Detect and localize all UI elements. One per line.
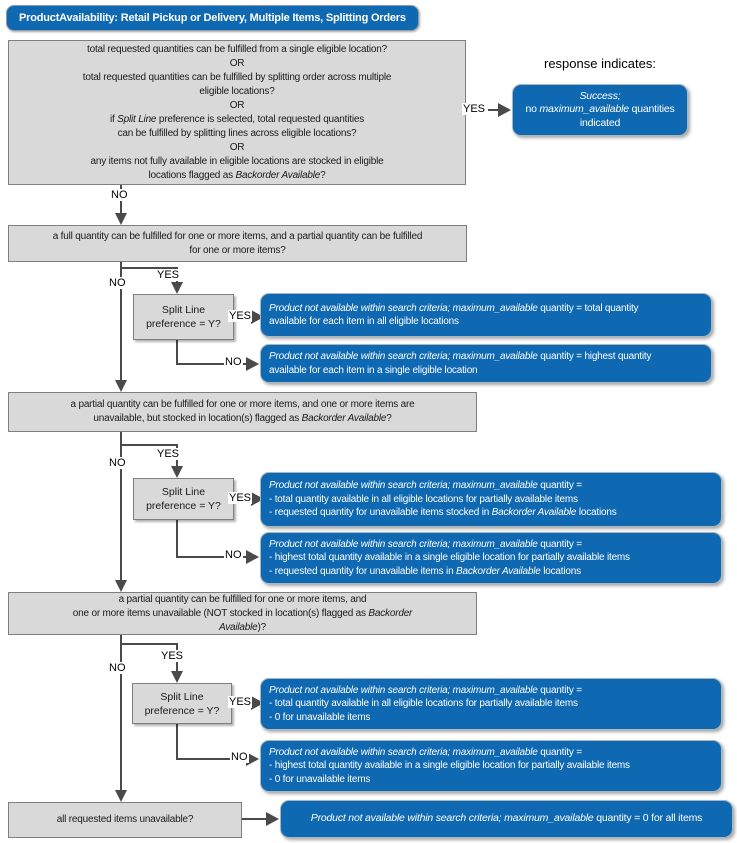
- arrowhead-right: [266, 812, 279, 826]
- yes-label: YES: [228, 696, 253, 708]
- diagram-title: ProductAvailability: Retail Pickup or De…: [6, 5, 419, 31]
- yes-label: YES: [228, 492, 253, 504]
- arrowhead-down: [115, 213, 127, 225]
- response-box-backorder-total: Product not available within search crit…: [260, 472, 722, 527]
- arrowhead-down: [171, 671, 183, 683]
- connector-line: [176, 724, 178, 759]
- connector-line: [120, 262, 122, 382]
- arrowhead-right: [498, 103, 511, 117]
- connector-line: [242, 818, 268, 820]
- response-box-total-all-locations: Product not available within search crit…: [260, 293, 712, 337]
- decision-box-fulfillment-options: total requested quantities can be fulfil…: [8, 40, 466, 185]
- arrowhead-right: [246, 550, 259, 564]
- yes-label: YES: [462, 103, 487, 115]
- arrowhead-down: [171, 466, 183, 478]
- decision-box-all-unavailable: all requested items unavailable?: [8, 802, 242, 838]
- response-box-partial-total-zero: Product not available within search crit…: [260, 678, 722, 730]
- no-label: NO: [110, 189, 129, 201]
- connector-line: [176, 758, 246, 760]
- connector-line: [176, 520, 178, 557]
- connector-line: [176, 556, 246, 558]
- no-label: NO: [108, 662, 127, 674]
- arrowhead-right: [246, 357, 259, 371]
- response-box-partial-highest-zero: Product not available within search crit…: [260, 740, 722, 792]
- decision-box-full-and-partial: a full quantity can be fulfilled for one…: [8, 225, 467, 262]
- decision-box-partial-not-backorder: a partial quantity can be fulfilled for …: [8, 592, 477, 635]
- arrowhead-right: [246, 752, 259, 766]
- connector-line: [488, 109, 500, 111]
- no-label: NO: [230, 751, 249, 763]
- arrowhead-down: [171, 282, 183, 294]
- response-box-highest-single-location: Product not available within search crit…: [260, 344, 712, 383]
- response-indicates-label: response indicates:: [543, 56, 656, 71]
- arrowhead-down: [115, 380, 127, 392]
- no-label: NO: [224, 356, 243, 368]
- arrowhead-down: [115, 580, 127, 592]
- connector-line: [120, 432, 122, 580]
- yes-label: YES: [228, 310, 253, 322]
- no-label: NO: [108, 277, 127, 289]
- response-box-backorder-highest: Product not available within search crit…: [260, 532, 722, 584]
- connector-line: [120, 635, 122, 790]
- no-label: NO: [108, 457, 127, 469]
- yes-label: YES: [156, 448, 181, 460]
- connector-line: [176, 340, 178, 364]
- yes-label: YES: [160, 650, 185, 662]
- arrowhead-down: [115, 790, 127, 802]
- connector-line: [120, 444, 178, 446]
- connector-line: [120, 267, 178, 269]
- connector-line: [176, 363, 246, 365]
- connector-line: [120, 643, 178, 645]
- no-label: NO: [224, 549, 243, 561]
- response-box-all-zero: Product not available within search crit…: [280, 800, 733, 838]
- yes-label: YES: [156, 269, 181, 281]
- decision-box-partial-and-backorder: a partial quantity can be fulfilled for …: [8, 392, 477, 432]
